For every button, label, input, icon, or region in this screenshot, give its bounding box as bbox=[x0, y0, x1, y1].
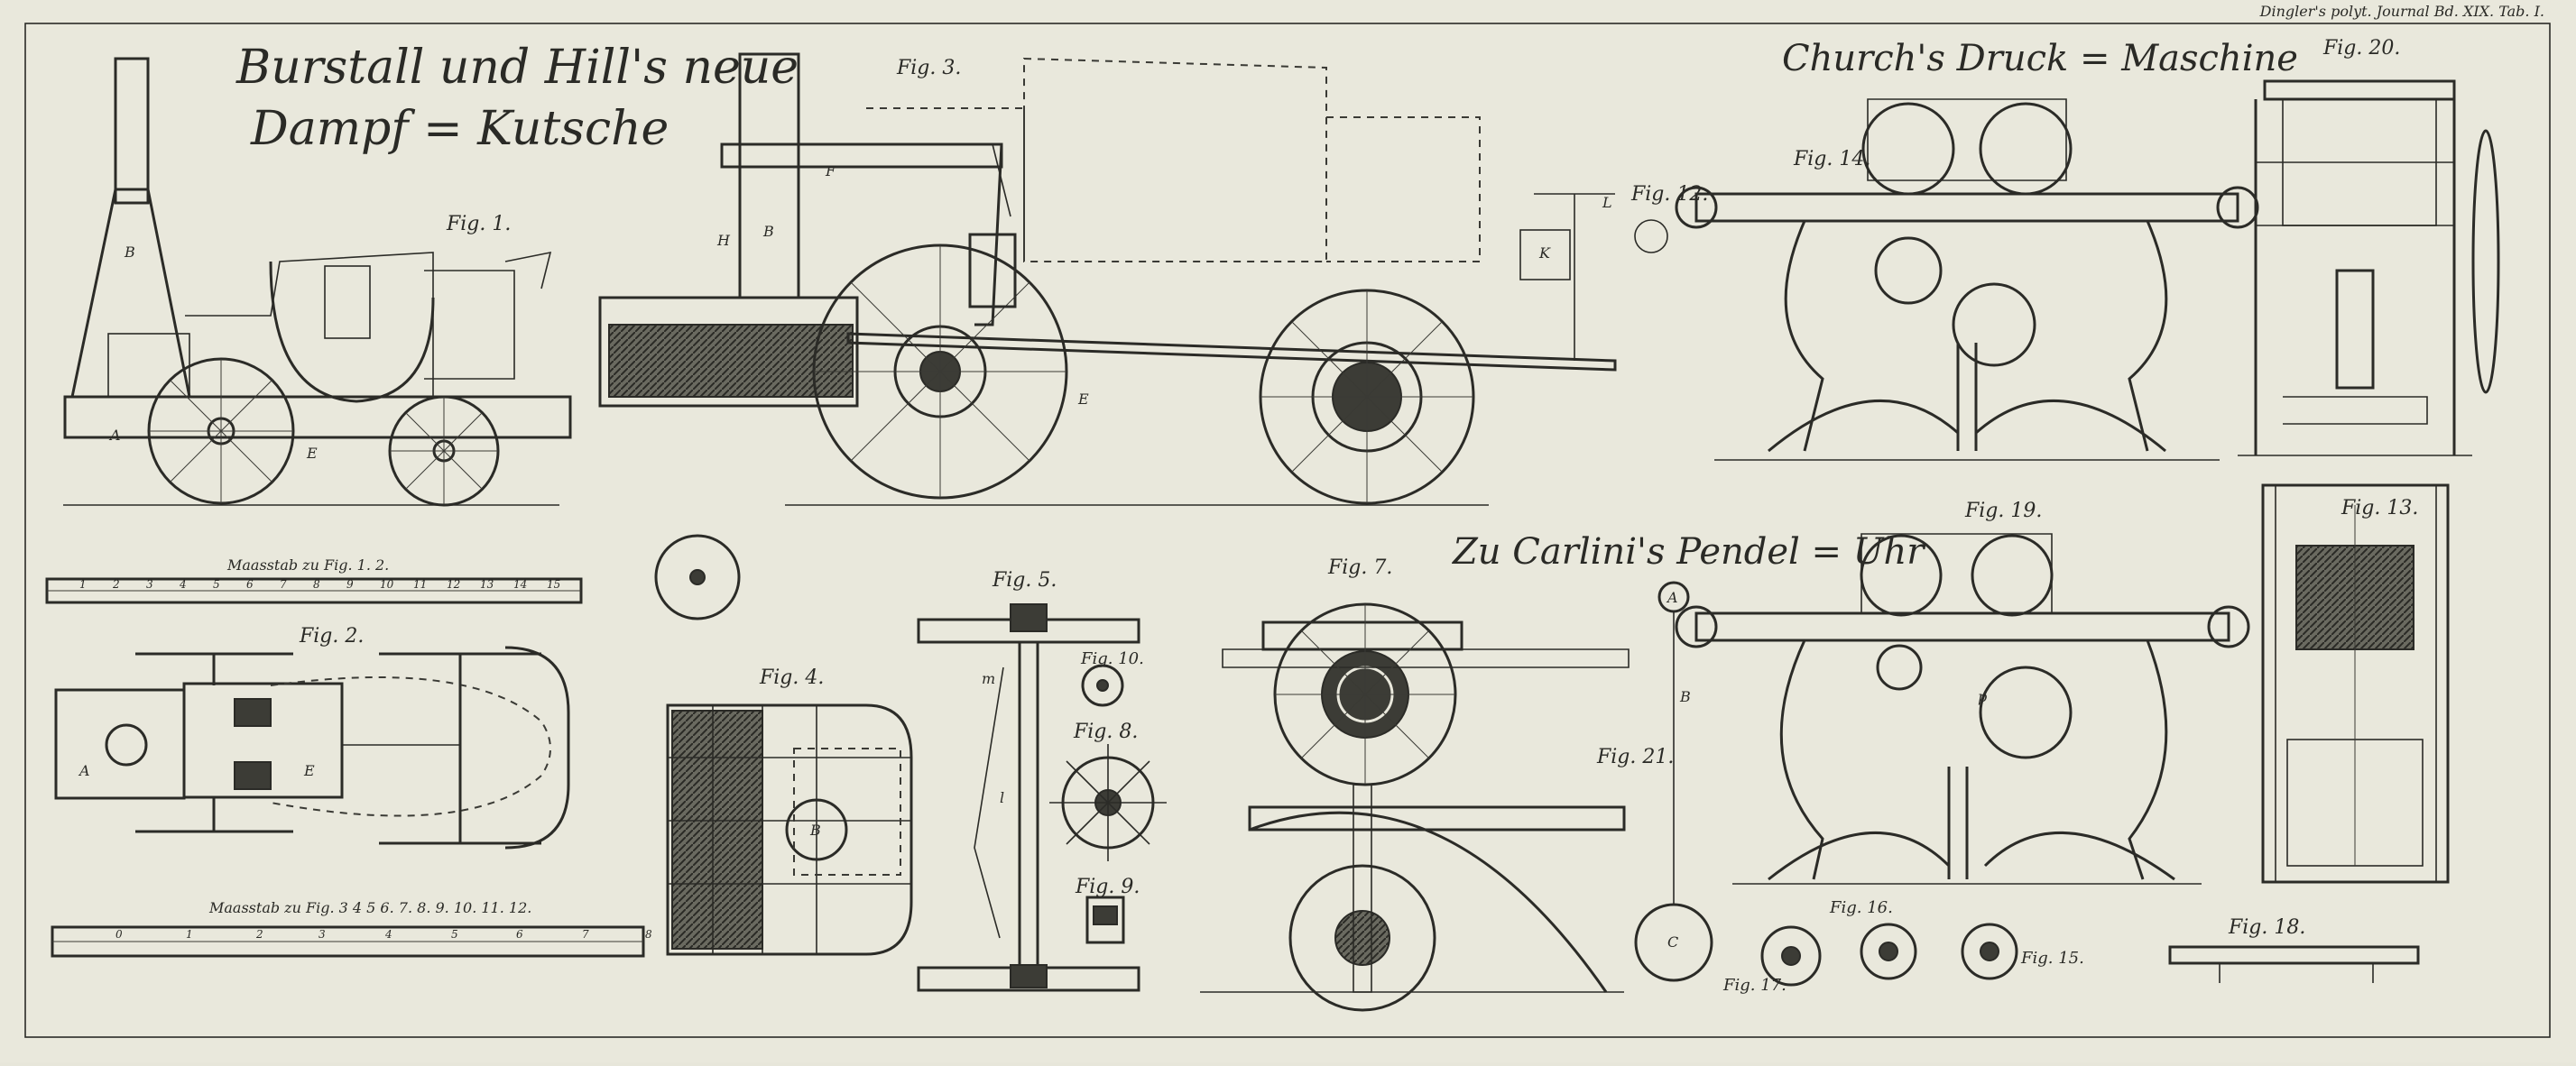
fig3-elevation-drawing bbox=[598, 52, 1668, 506]
fig14-printing-machine-drawing bbox=[1675, 98, 2259, 461]
fig2-label: Fig. 2. bbox=[299, 625, 364, 648]
scale2-tick: 6 bbox=[516, 928, 523, 941]
fig9-label: Fig. 9. bbox=[1075, 876, 1140, 898]
fig21-letter-B: B bbox=[1679, 688, 1691, 705]
fig13-label: Fig. 13. bbox=[2341, 497, 2418, 519]
fig21-pendulum-drawing bbox=[1634, 581, 1713, 982]
fig5-label: Fig. 5. bbox=[992, 569, 1057, 592]
scale1-tick: 4 bbox=[179, 578, 187, 591]
scale2-tick: 0 bbox=[115, 928, 123, 941]
fig3-letter-B: B bbox=[762, 223, 774, 240]
fig4-letter-B: B bbox=[809, 822, 821, 839]
fig3-letter-K: K bbox=[1538, 244, 1551, 262]
scale1-tick: 6 bbox=[246, 578, 254, 591]
small-disc-drawing bbox=[654, 534, 741, 620]
fig14-label: Fig. 14. bbox=[1793, 148, 1870, 170]
scale1-tick: 12 bbox=[447, 578, 460, 591]
church-title: Church's Druck = Maschine bbox=[1782, 38, 2298, 79]
fig4-grate-drawing bbox=[666, 703, 913, 956]
fig20-end-elevation-drawing bbox=[2238, 79, 2500, 456]
fig3-letter-L: L bbox=[1602, 194, 1612, 211]
fig3-letter-H: H bbox=[716, 232, 731, 249]
fig7-label: Fig. 7. bbox=[1327, 556, 1392, 579]
fig18-label: Fig. 18. bbox=[2228, 916, 2305, 939]
fig19-letter-p: p bbox=[1978, 688, 1987, 705]
scale1-label: Maasstab zu Fig. 1. 2. bbox=[226, 556, 389, 574]
fig5-rod-drawing bbox=[917, 603, 1140, 992]
scale1-tick: 2 bbox=[112, 578, 120, 591]
scale1-tick: 5 bbox=[213, 578, 220, 591]
fig17-label: Fig. 17. bbox=[1722, 976, 1787, 995]
scale1-tick: 11 bbox=[413, 578, 427, 591]
fig2-letter-A: A bbox=[78, 762, 90, 779]
fig1-letter-A: A bbox=[108, 427, 121, 444]
fig3-label: Fig. 3. bbox=[896, 57, 961, 79]
fig3-letter-F: F bbox=[825, 162, 836, 179]
scale2-tick: 1 bbox=[186, 928, 193, 941]
fig9-drawing bbox=[1085, 896, 1125, 944]
scale1-tick: 9 bbox=[346, 578, 354, 591]
scale1-ruler bbox=[45, 577, 583, 604]
escapement-figures-drawing bbox=[1760, 923, 2018, 987]
fig19-printing-machine-drawing bbox=[1675, 533, 2250, 885]
fig8-label: Fig. 8. bbox=[1073, 721, 1138, 743]
fig8-star-wheel-drawing bbox=[1049, 744, 1167, 861]
scale1-tick: 10 bbox=[380, 578, 394, 591]
fig21-letter-A: A bbox=[1666, 589, 1678, 606]
scale1-tick: 7 bbox=[280, 578, 287, 591]
plate-border bbox=[24, 23, 2551, 1038]
scale2-tick: 2 bbox=[255, 928, 263, 941]
journal-header: Dingler's polyt. Journal Bd. XIX. Tab. I… bbox=[2259, 3, 2544, 20]
fig5-letter-l: l bbox=[1000, 789, 1004, 806]
lower-machine-drawing bbox=[1200, 784, 1626, 1012]
fig13-frame-drawing bbox=[2261, 483, 2450, 884]
fig21-letter-C: C bbox=[1667, 933, 1678, 951]
fig3-letter-E: E bbox=[1077, 391, 1089, 408]
fig1-label: Fig. 1. bbox=[446, 213, 511, 235]
fig18-drawing bbox=[2168, 945, 2420, 983]
fig7-wheel-drawing bbox=[1222, 602, 1630, 786]
fig10-label: Fig. 10. bbox=[1080, 649, 1144, 668]
scale2-tick: 4 bbox=[384, 928, 392, 941]
scale1-tick: 15 bbox=[547, 578, 560, 591]
fig21-label: Fig. 21. bbox=[1596, 746, 1674, 768]
scale1-tick: 13 bbox=[480, 578, 494, 591]
burstall-title-line1: Burstall und Hill's neue bbox=[235, 41, 799, 95]
scale2-tick: 5 bbox=[451, 928, 458, 941]
fig2-plan-drawing bbox=[54, 646, 570, 850]
scale1-tick: 14 bbox=[513, 578, 527, 591]
scale1-tick: 8 bbox=[313, 578, 320, 591]
scale2-tick: 7 bbox=[582, 928, 589, 941]
carlini-title: Zu Carlini's Pendel = Uhr bbox=[1451, 531, 1926, 573]
scale2-label: Maasstab zu Fig. 3 4 5 6. 7. 8. 9. 10. 1… bbox=[208, 899, 531, 916]
scale1-tick: 3 bbox=[146, 578, 153, 591]
fig2-letter-E: E bbox=[303, 762, 315, 779]
scale1-tick: 1 bbox=[79, 578, 87, 591]
fig4-label: Fig. 4. bbox=[759, 666, 824, 689]
fig1-letter-E: E bbox=[306, 445, 318, 462]
scale2-tick: 8 bbox=[645, 928, 652, 941]
fig20-label: Fig. 20. bbox=[2322, 37, 2400, 60]
fig1-steam-carriage-drawing bbox=[63, 57, 572, 507]
fig10-drawing bbox=[1081, 664, 1124, 707]
burstall-title-line2: Dampf = Kutsche bbox=[250, 102, 669, 156]
scale2-tick: 3 bbox=[319, 928, 326, 941]
fig5-letter-m: m bbox=[982, 670, 995, 687]
fig15-label: Fig. 15. bbox=[2020, 949, 2084, 968]
fig16-label: Fig. 16. bbox=[1829, 898, 1893, 917]
fig19-label: Fig. 19. bbox=[1964, 500, 2042, 522]
fig1-letter-B: B bbox=[124, 244, 135, 261]
scale2-ruler bbox=[51, 925, 645, 958]
